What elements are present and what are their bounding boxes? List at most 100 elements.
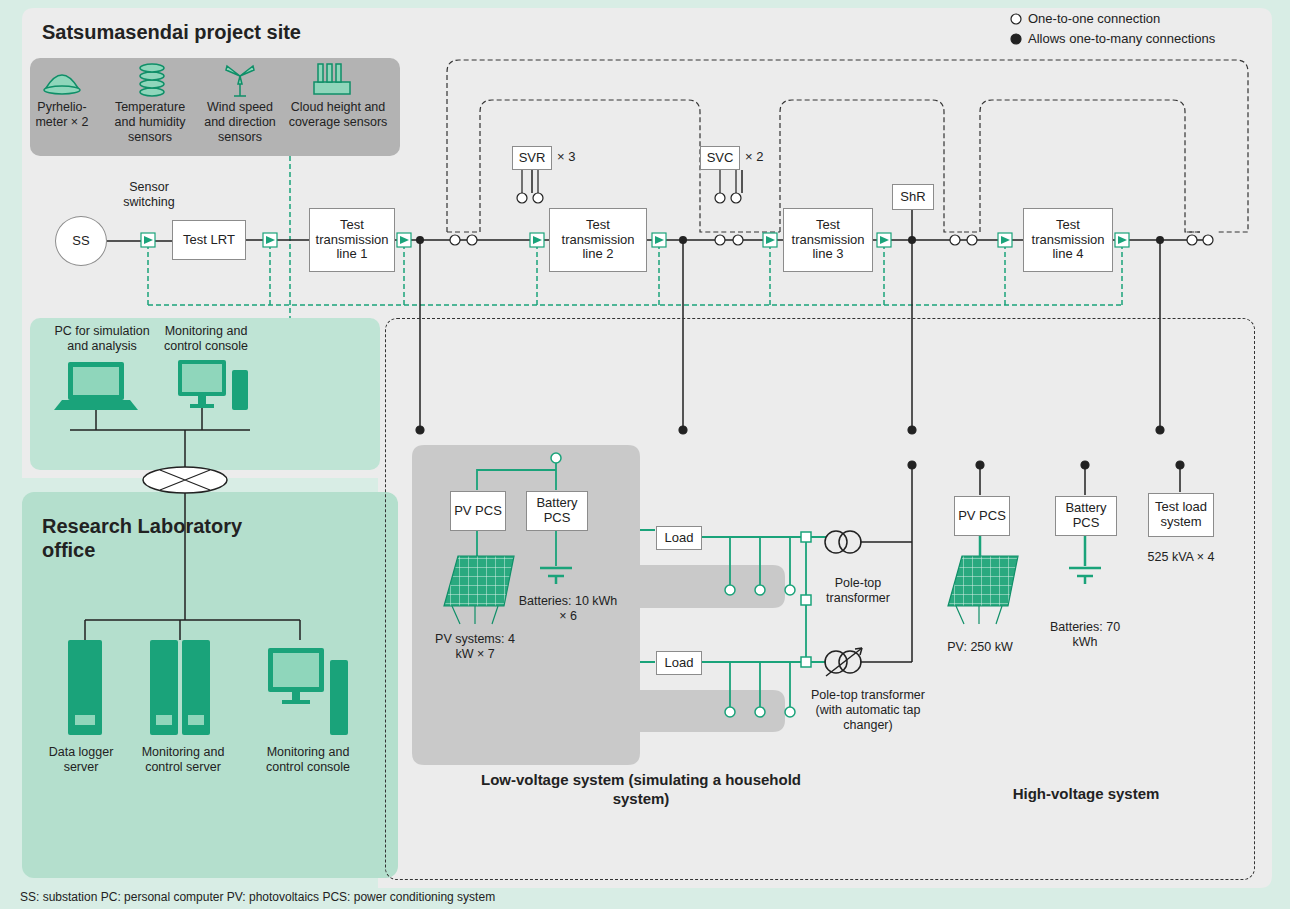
- part-label: Sensor switching: [104, 180, 194, 210]
- process-box: Test LRT: [172, 220, 246, 260]
- sensor-switch: [763, 233, 777, 247]
- sensor-switch: [141, 233, 155, 247]
- node-label: Test transmission line 4: [1026, 218, 1110, 263]
- sensor-switch-arrow: [1001, 236, 1010, 244]
- process-box: Test transmission line 4: [1023, 208, 1113, 272]
- node-sublabel: × 3: [557, 150, 587, 165]
- process-box: Battery PCS: [526, 491, 588, 531]
- part-label: Monitoring and control console: [248, 745, 368, 775]
- node-label: Test transmission line 2: [552, 218, 644, 263]
- equipment-box: SVC× 2: [700, 146, 740, 170]
- part-label: Monitoring and control server: [128, 745, 238, 775]
- node-sublabel: × 2: [745, 150, 775, 165]
- process-box: Battery PCS: [1055, 496, 1117, 536]
- terminal-circle: [967, 235, 977, 245]
- part-label: Batteries: 70 kWh: [1040, 620, 1130, 650]
- part-label: PC for simulation and analysis: [46, 324, 158, 354]
- node-label: SVR: [519, 151, 546, 166]
- terminal-circle: [450, 235, 460, 245]
- legend-text: One-to-one connection: [1028, 11, 1160, 26]
- node-label: PV PCS: [454, 504, 502, 519]
- process-box: Test load system: [1148, 493, 1214, 537]
- part-label: PV systems: 4 kW × 7: [425, 632, 525, 662]
- process-box: PV PCS: [450, 491, 506, 531]
- junction-dot: [416, 236, 424, 244]
- battery-symbol: [540, 535, 1101, 584]
- system-region: Low-voltage system (simulating a househo…: [385, 318, 1255, 880]
- sensor-switch-arrow: [400, 236, 409, 244]
- node-label: Research Laboratory office: [42, 514, 262, 562]
- node-sublabel: High-voltage system: [986, 785, 1186, 804]
- sensor-switch: [1115, 233, 1129, 247]
- sensor-switch-arrow: [266, 236, 275, 244]
- household-wiring: [477, 463, 826, 707]
- junction-dot: [679, 236, 687, 244]
- part-label: PV: 250 kW: [940, 640, 1020, 655]
- legend-text: Allows one-to-many connections: [1028, 31, 1215, 46]
- computer-icons: [54, 360, 348, 735]
- black-dashed-loops: [447, 60, 1248, 232]
- terminal-circle: [950, 235, 960, 245]
- terminal-circle: [733, 235, 743, 245]
- junction-dot: [1156, 236, 1164, 244]
- node-label: Test LRT: [183, 233, 235, 248]
- pv-panel: [444, 556, 1018, 624]
- part-label: Wind speed and direction sensors: [196, 100, 284, 145]
- household-terminals: [551, 453, 811, 717]
- bus-line-path: [107, 240, 172, 242]
- sensor-switch: [263, 233, 277, 247]
- part-label: Cloud height and coverage sensors: [288, 100, 388, 130]
- bus-line: [107, 241, 172, 242]
- sensor-switch: [877, 233, 891, 247]
- node-label: SVC: [707, 151, 734, 166]
- node-label: PV PCS: [958, 509, 1006, 524]
- load-box: Load: [656, 526, 702, 550]
- terminal-circle: [467, 235, 477, 245]
- node-label: Battery PCS: [529, 496, 585, 526]
- office-panel: Research Laboratory office: [22, 492, 398, 878]
- substation-circle: SS: [55, 216, 107, 266]
- terminal-circle: [715, 235, 725, 245]
- process-box: Test transmission line 2: [549, 208, 647, 272]
- power-wires: [420, 170, 1208, 662]
- sensor-switch-arrow: [880, 236, 889, 244]
- part-label: Batteries: 10 kWh × 6: [516, 594, 620, 624]
- node-label: Load: [665, 656, 694, 671]
- terminal-circle: [1203, 235, 1213, 245]
- process-box: PV PCS: [954, 496, 1010, 536]
- part-label: Monitoring and control console: [150, 324, 262, 354]
- sensor-switch-arrow: [766, 236, 775, 244]
- caption: SS: substation PC: personal computer PV:…: [20, 890, 495, 904]
- sensor-switch-arrow: [655, 236, 664, 244]
- sensor-icons: [44, 64, 350, 96]
- terminals: [416, 170, 1184, 469]
- part-label: Pole-top transformer: [812, 576, 904, 606]
- node-label: Test load system: [1151, 500, 1211, 530]
- green-dashed-signal: [148, 156, 1122, 318]
- part-label: Temperature and humidity sensors: [104, 100, 196, 145]
- node-label: SS: [72, 234, 89, 249]
- process-box: Test transmission line 1: [309, 208, 395, 272]
- node-label: Test transmission line 3: [786, 218, 870, 263]
- sensor-switch: [652, 233, 666, 247]
- node-label: Battery PCS: [1058, 501, 1114, 531]
- part-label: 525 kVA × 4: [1136, 550, 1226, 565]
- equipment-box: ShR: [892, 184, 934, 210]
- part-label: Data logger server: [36, 745, 126, 775]
- panels: [22, 8, 1272, 888]
- node-label: Low-voltage system (simulating a househo…: [456, 771, 826, 809]
- node-label: ShR: [900, 190, 925, 205]
- sensor-switch-arrow: [533, 236, 542, 244]
- process-box: Test transmission line 3: [783, 208, 873, 272]
- junction-dot: [908, 236, 916, 244]
- node-label: Satsumasendai project site: [42, 20, 442, 44]
- sensor-switch: [530, 233, 544, 247]
- sensor-switch: [998, 233, 1012, 247]
- load-box: Load: [656, 651, 702, 675]
- legend-symbols: [1011, 14, 1021, 44]
- sensor-switch: [397, 233, 411, 247]
- equipment-box: SVR× 3: [512, 146, 552, 170]
- node-label: Load: [665, 531, 694, 546]
- sensor-switch-arrow: [1118, 236, 1127, 244]
